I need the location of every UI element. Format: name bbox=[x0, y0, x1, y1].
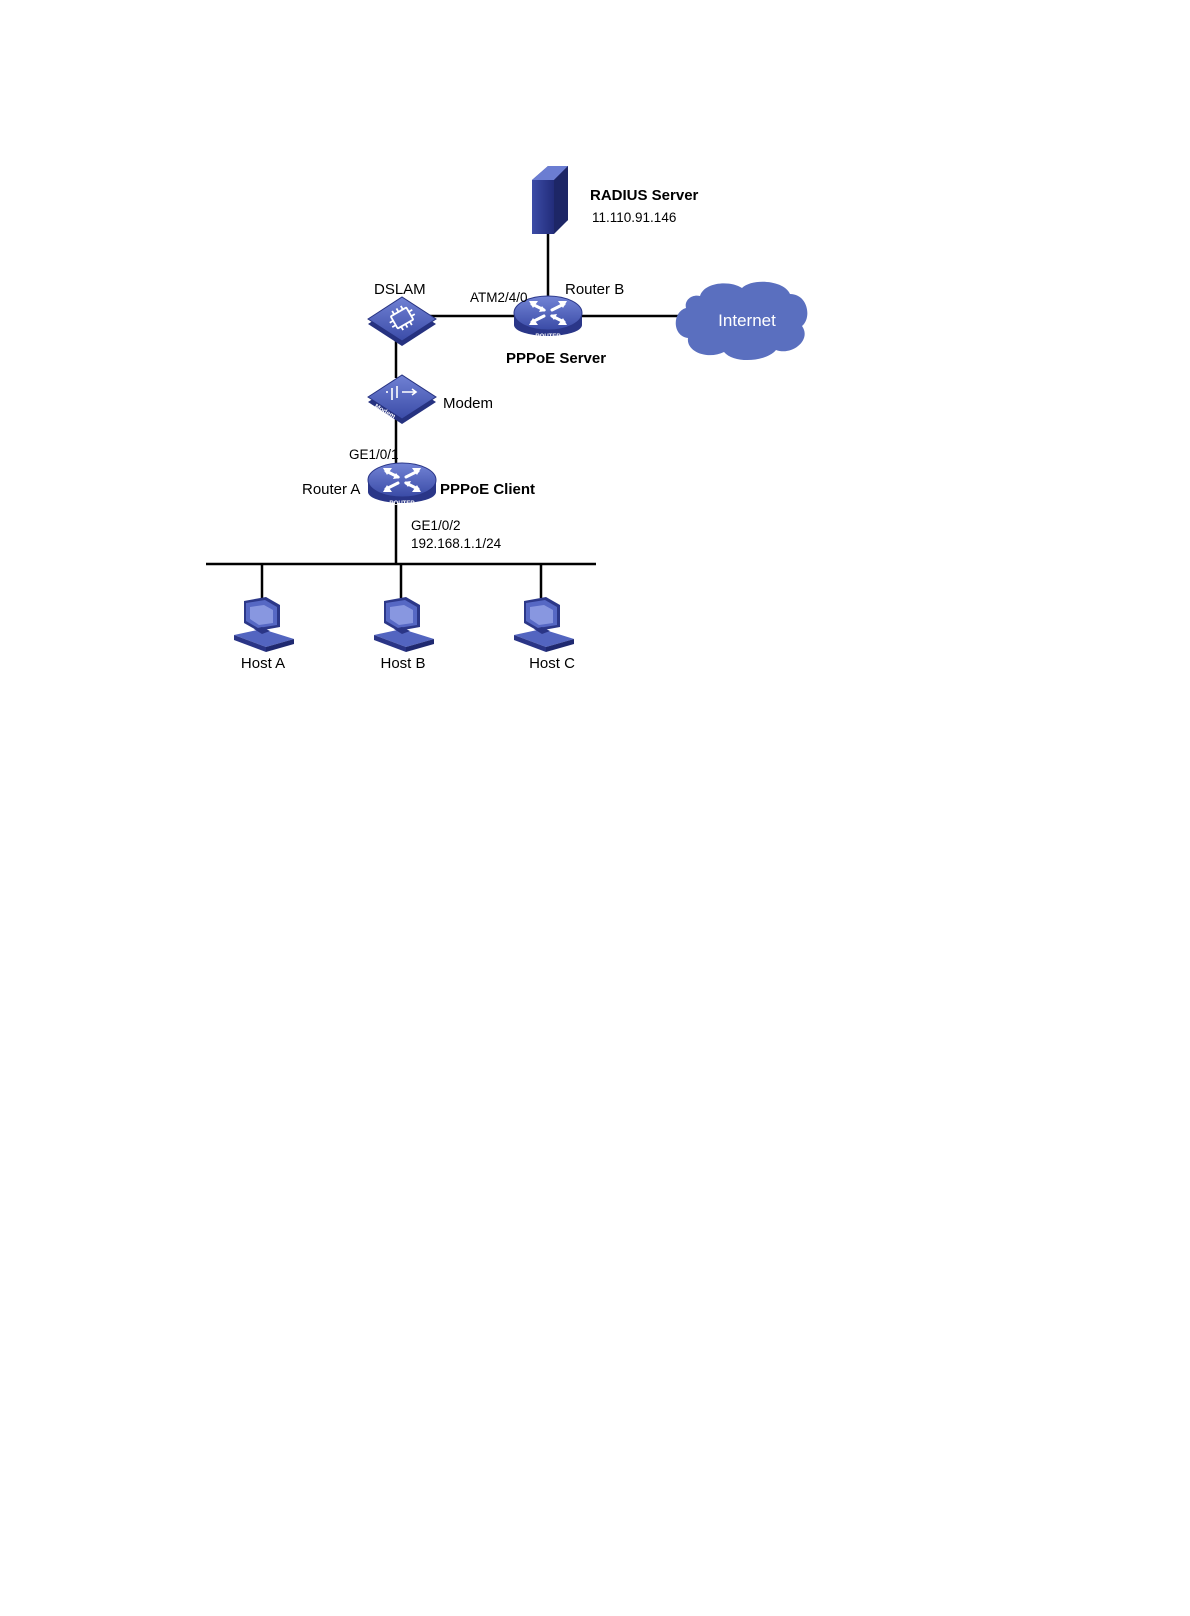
radius-server-icon bbox=[532, 166, 568, 234]
router-a-badge: ROUTER bbox=[389, 501, 415, 507]
router-a-icon: ROUTER bbox=[368, 463, 436, 507]
internet-label: Internet bbox=[718, 311, 776, 330]
host-c-label: Host C bbox=[529, 655, 575, 672]
host-b-icon bbox=[374, 597, 434, 652]
host-b-label: Host B bbox=[380, 655, 425, 672]
host-c-icon bbox=[514, 597, 574, 652]
router-a-uplink-interface: GE1/0/1 bbox=[349, 447, 399, 462]
modem-label: Modem bbox=[443, 395, 493, 412]
router-b-role: PPPoE Server bbox=[506, 350, 606, 367]
router-a-lan-ip: 192.168.1.1/24 bbox=[411, 536, 502, 551]
host-a-icon bbox=[234, 597, 294, 652]
modem-icon: Modem bbox=[368, 375, 436, 424]
radius-server-ip: 11.110.91.146 bbox=[592, 210, 676, 225]
dslam-label: DSLAM bbox=[374, 281, 426, 298]
dslam-icon bbox=[368, 297, 436, 346]
router-a-role: PPPoE Client bbox=[440, 481, 535, 498]
radius-server-label: RADIUS Server bbox=[590, 187, 699, 204]
router-a-lan-interface: GE1/0/2 bbox=[411, 518, 461, 533]
router-b-badge: ROUTER bbox=[535, 334, 561, 340]
router-a-label: Router A bbox=[302, 481, 360, 498]
host-a-label: Host A bbox=[241, 655, 285, 672]
router-b-interface: ATM2/4/0 bbox=[470, 290, 528, 305]
router-b-label: Router B bbox=[565, 281, 624, 298]
